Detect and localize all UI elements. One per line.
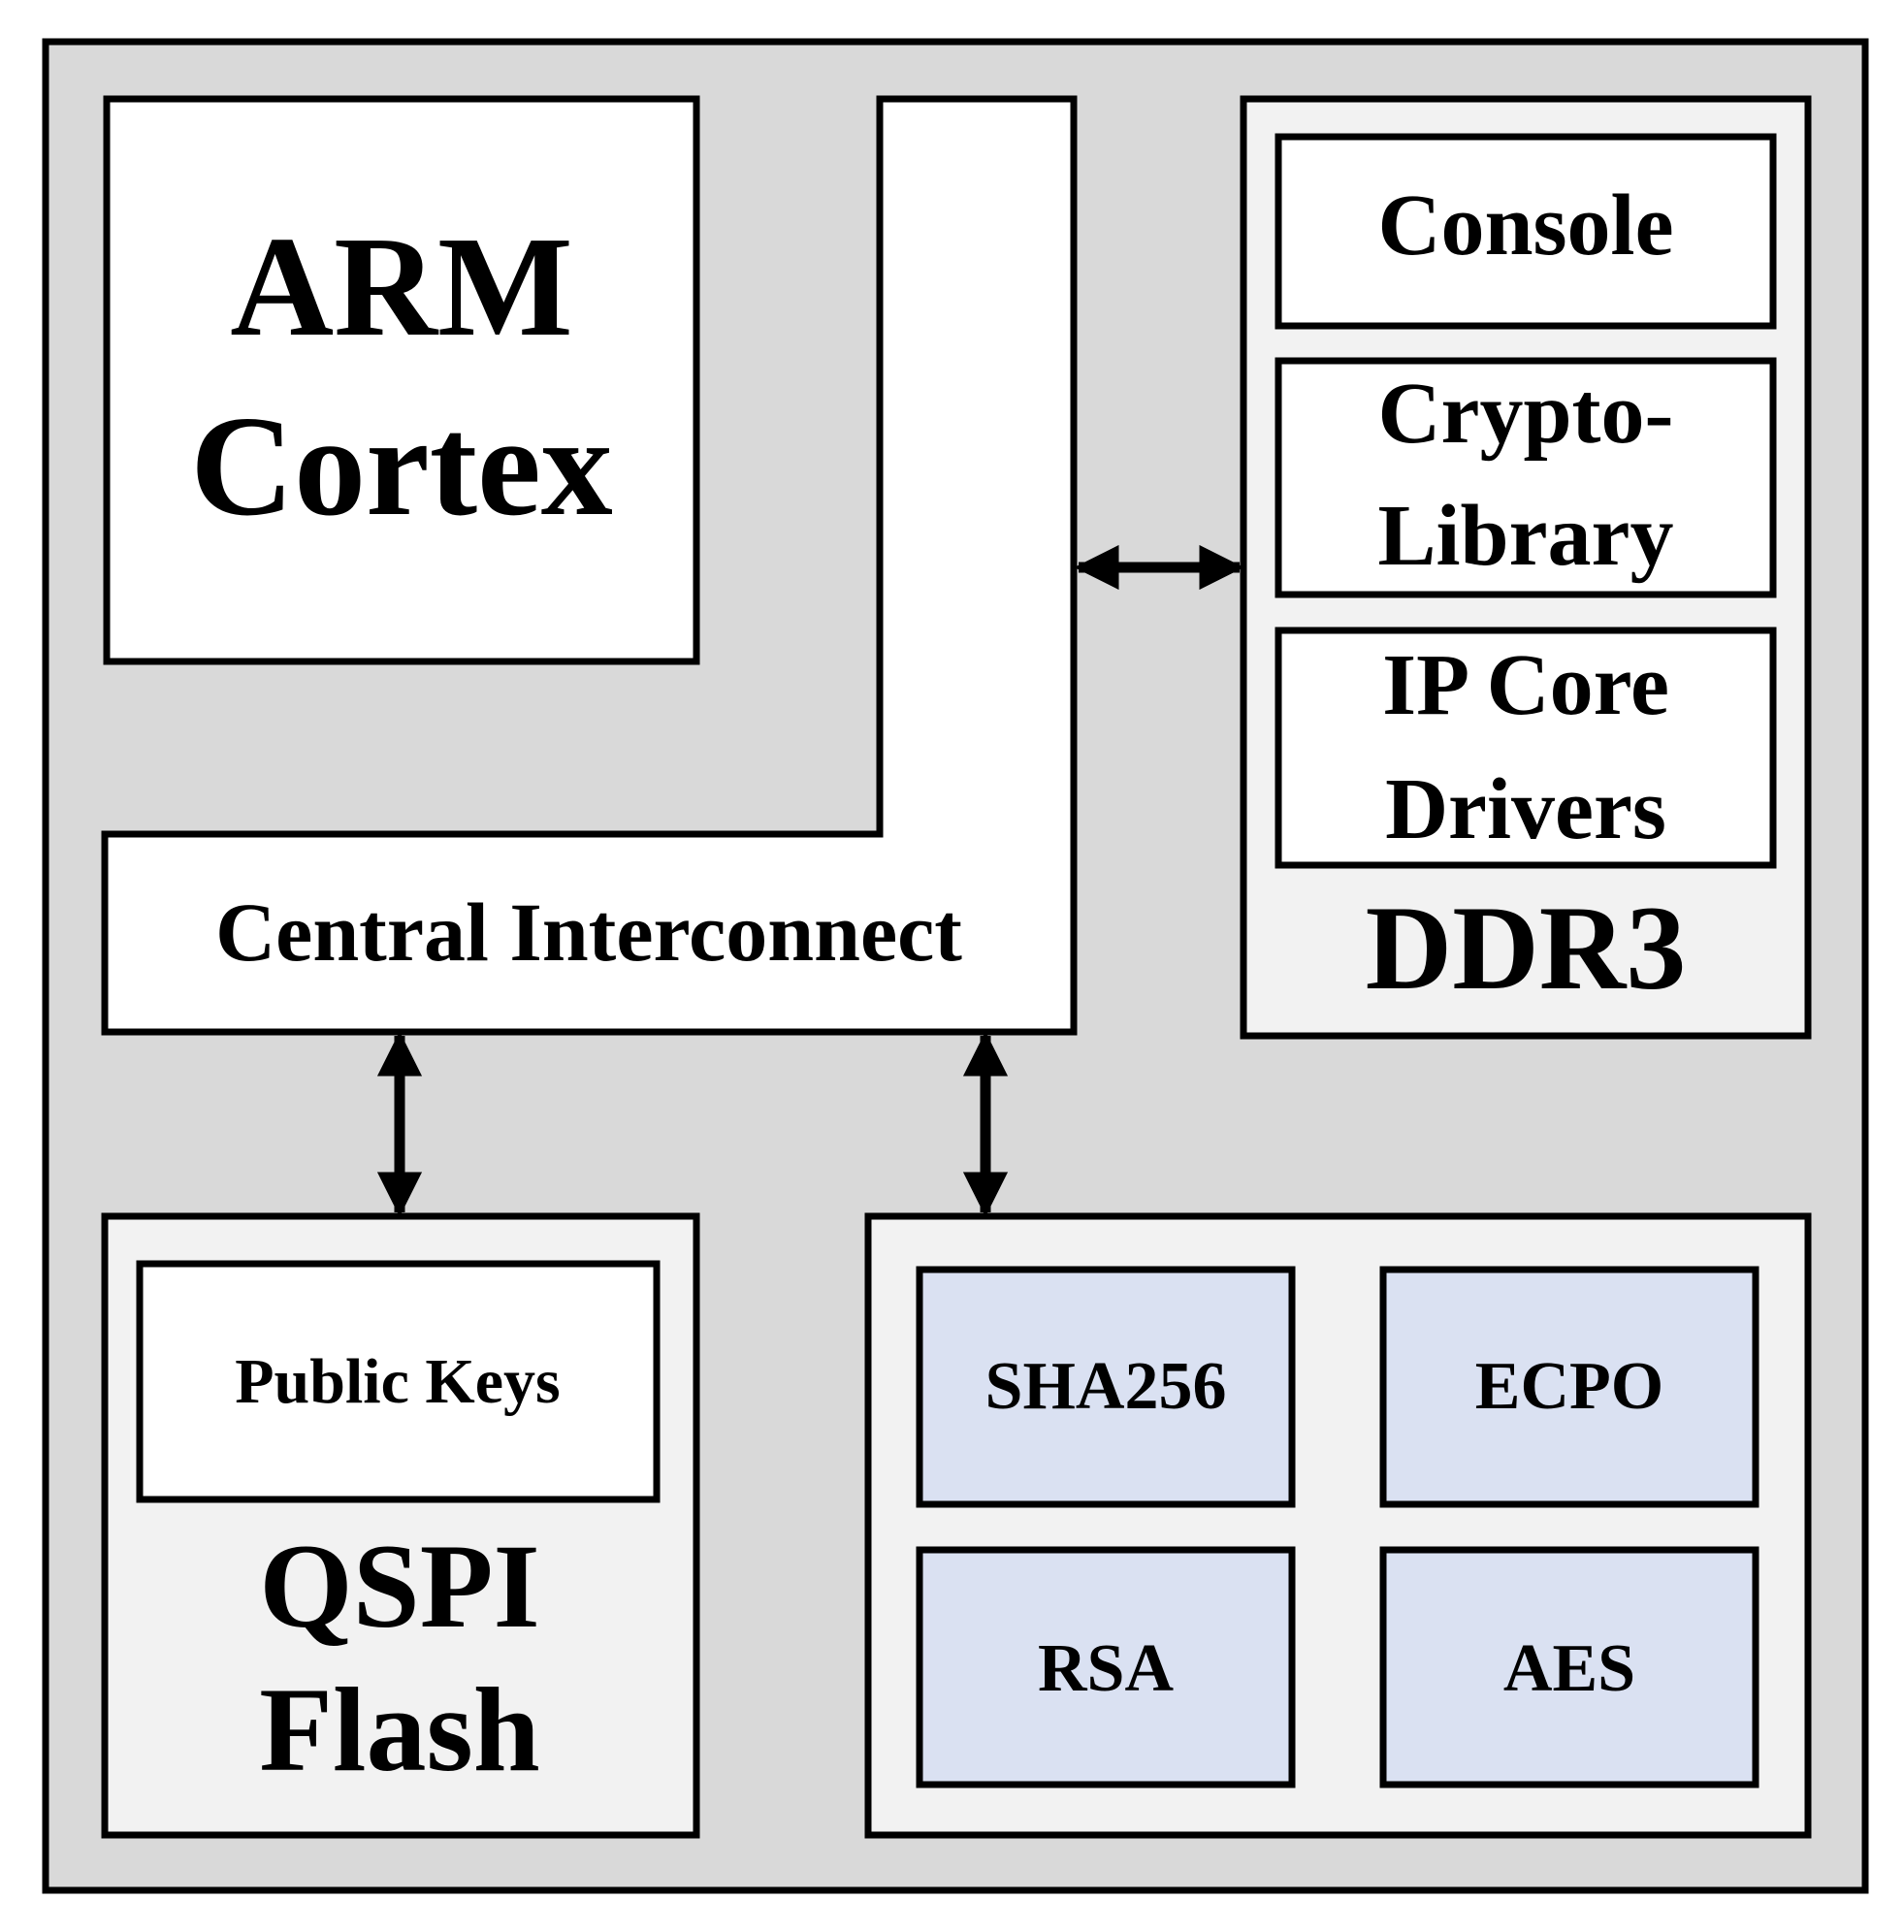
qspi-flash-label-line2: Flash: [259, 1663, 539, 1796]
ecpo-box: [1379, 1266, 1759, 1508]
rsa-label: RSA: [1038, 1631, 1174, 1706]
central-interconnect-box: [101, 95, 1078, 1036]
crypto-library-label-line1: Crypto-: [1378, 366, 1674, 462]
sha256-box: [916, 1266, 1296, 1508]
ddr3-label: DDR3: [1366, 882, 1687, 1014]
ip-core-drivers-label-line1: IP Core: [1382, 637, 1669, 733]
central-interconnect-label: Central Interconnect: [215, 886, 962, 979]
crypto-library-box: [1275, 357, 1777, 598]
qspi-flash-label-line1: QSPI: [259, 1520, 539, 1653]
console-label: Console: [1377, 177, 1673, 274]
crypto-library-label-line2: Library: [1378, 488, 1674, 584]
console-box: [1275, 133, 1777, 330]
ecpo-label: ECPO: [1475, 1349, 1663, 1424]
aes-box: [1379, 1546, 1759, 1788]
ip-core-drivers-box: [1275, 627, 1777, 869]
rsa-box: [916, 1546, 1296, 1788]
aes-label: AES: [1503, 1631, 1635, 1706]
public-keys-box: [136, 1260, 661, 1503]
arm-cortex-label-line2: Cortex: [190, 387, 613, 546]
arm-cortex-label-line1: ARM: [230, 208, 572, 367]
public-keys-label: Public Keys: [235, 1346, 561, 1417]
arm-cortex-box: [103, 95, 700, 665]
ip-core-drivers-label-line2: Drivers: [1385, 761, 1666, 857]
sha256-label: SHA256: [985, 1349, 1227, 1424]
